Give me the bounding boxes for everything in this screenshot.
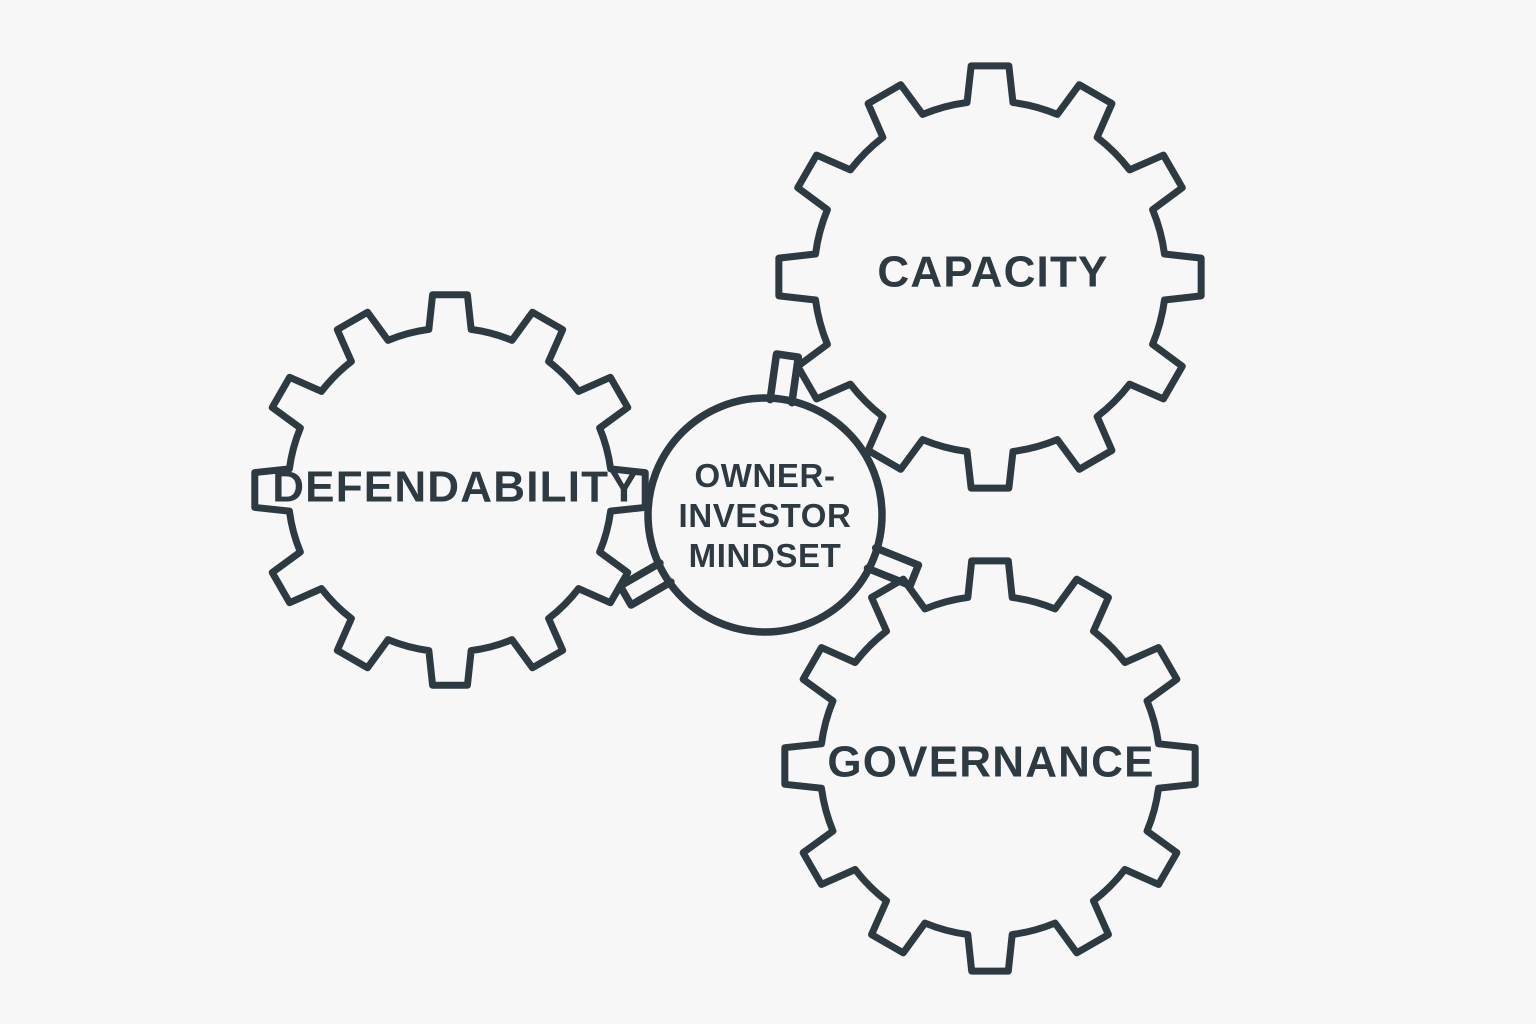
- gear-defendability-label: DEFENDABILITY: [272, 463, 640, 512]
- hub-label-line-2: INVESTOR: [679, 497, 852, 534]
- hub-tooth-stub-3: [863, 544, 923, 590]
- gear-governance-label: GOVERNANCE: [827, 738, 1154, 787]
- gear-governance[interactable]: GOVERNANCE: [781, 557, 1199, 975]
- gear-governance-outline: [781, 557, 1199, 975]
- hub-tooth-stub-1: [766, 350, 803, 407]
- hub-label-line-3: MINDSET: [689, 537, 842, 574]
- hub-label-line-1: OWNER-: [694, 457, 835, 494]
- hub-tooth-stub-2: [616, 559, 675, 609]
- hub-owner-investor-mindset[interactable]: OWNER- INVESTOR MINDSET: [616, 350, 923, 636]
- hub-tooth-stubs: [616, 350, 923, 609]
- gear-defendability[interactable]: DEFENDABILITY: [251, 291, 649, 689]
- hub-circle-outline: [644, 394, 886, 636]
- gear-capacity-label: CAPACITY: [877, 248, 1108, 297]
- gear-defendability-outline: [251, 291, 649, 689]
- gear-capacity[interactable]: CAPACITY: [775, 62, 1205, 492]
- gear-capacity-outline: [775, 62, 1205, 492]
